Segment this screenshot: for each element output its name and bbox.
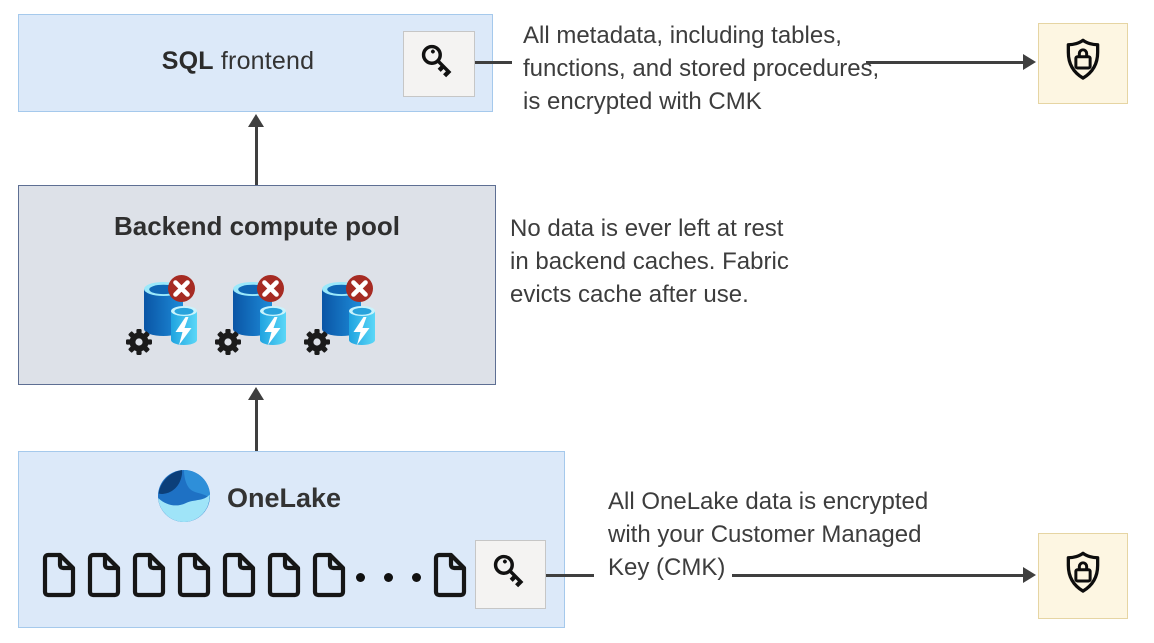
sql-frontend-title: SQL frontend: [18, 47, 458, 76]
cmk-shield-box-onelake: [1038, 533, 1128, 619]
key-icon: [488, 549, 534, 600]
arrowhead-backend-to-frontend: [248, 114, 264, 127]
onelake-title: OneLake: [227, 483, 342, 513]
cache-annotation: No data is ever left at rest in backend …: [510, 212, 789, 311]
document-icon: [130, 552, 166, 603]
gear-icon: [126, 329, 152, 355]
ellipsis-dot: [384, 573, 393, 582]
connector-onelake-to-shield: [732, 574, 1024, 577]
onelake-header: OneLake: [152, 464, 341, 533]
onelake-annotation-line: All OneLake data is encrypted: [608, 488, 929, 515]
onelake-annotation-line: with your Customer Managed: [608, 521, 922, 548]
gear-icon: [304, 329, 330, 355]
document-icon: [40, 552, 76, 603]
backend-title: Backend compute pool: [113, 211, 401, 241]
onelake-box: [18, 451, 565, 628]
onelake-annotation-line: Key (CMK): [608, 554, 726, 581]
cache-row: [123, 272, 389, 363]
onelake-docs: [40, 552, 467, 603]
connector-onelake-to-backend: [255, 399, 258, 451]
key-icon-chip-onelake: [475, 540, 546, 609]
document-icon: [265, 552, 301, 603]
metadata-annotation: All metadata, including tables, function…: [523, 19, 879, 118]
metadata-annotation-line: functions, and stored procedures,: [523, 55, 880, 82]
docs-before: [40, 552, 346, 603]
connector-onelake-key-stub: [546, 574, 594, 577]
cache-compute-icon: [212, 272, 300, 363]
connector-frontend-key-stub: [475, 61, 512, 64]
metadata-annotation-line: All metadata, including tables,: [523, 22, 842, 49]
sql-frontend-title-rest: frontend: [213, 47, 315, 75]
sql-frontend-title-bold: SQL: [161, 47, 214, 75]
cmk-shield-box-metadata: [1038, 23, 1128, 104]
cache-compute-icon: [301, 272, 389, 363]
document-icon: [431, 552, 467, 603]
ellipsis-dot: [356, 573, 365, 582]
document-icon: [85, 552, 121, 603]
connector-backend-to-frontend: [255, 126, 258, 185]
document-icon: [220, 552, 256, 603]
key-icon: [416, 39, 462, 90]
document-icon: [175, 552, 211, 603]
arrowhead-onelake-shield: [1023, 567, 1036, 583]
shield-lock-icon: [1056, 34, 1110, 93]
arrowhead-onelake-to-backend: [248, 387, 264, 400]
onelake-annotation: All OneLake data is encrypted with your …: [608, 485, 928, 584]
connector-metadata-to-shield: [866, 61, 1024, 64]
onelake-logo: [152, 464, 216, 533]
shield-lock-icon: [1056, 547, 1110, 606]
cache-compute-icon: [123, 272, 211, 363]
ellipsis: [356, 573, 421, 582]
cache-annotation-line: in backend caches. Fabric: [510, 248, 789, 275]
cache-annotation-line: evicts cache after use.: [510, 281, 749, 308]
cache-annotation-line: No data is ever left at rest: [510, 215, 784, 242]
document-icon: [310, 552, 346, 603]
ellipsis-dot: [412, 573, 421, 582]
arrowhead-metadata-shield: [1023, 54, 1036, 70]
key-icon-chip-frontend: [403, 31, 475, 97]
docs-after: [431, 552, 467, 603]
gear-icon: [215, 329, 241, 355]
metadata-annotation-line: is encrypted with CMK: [523, 88, 762, 115]
